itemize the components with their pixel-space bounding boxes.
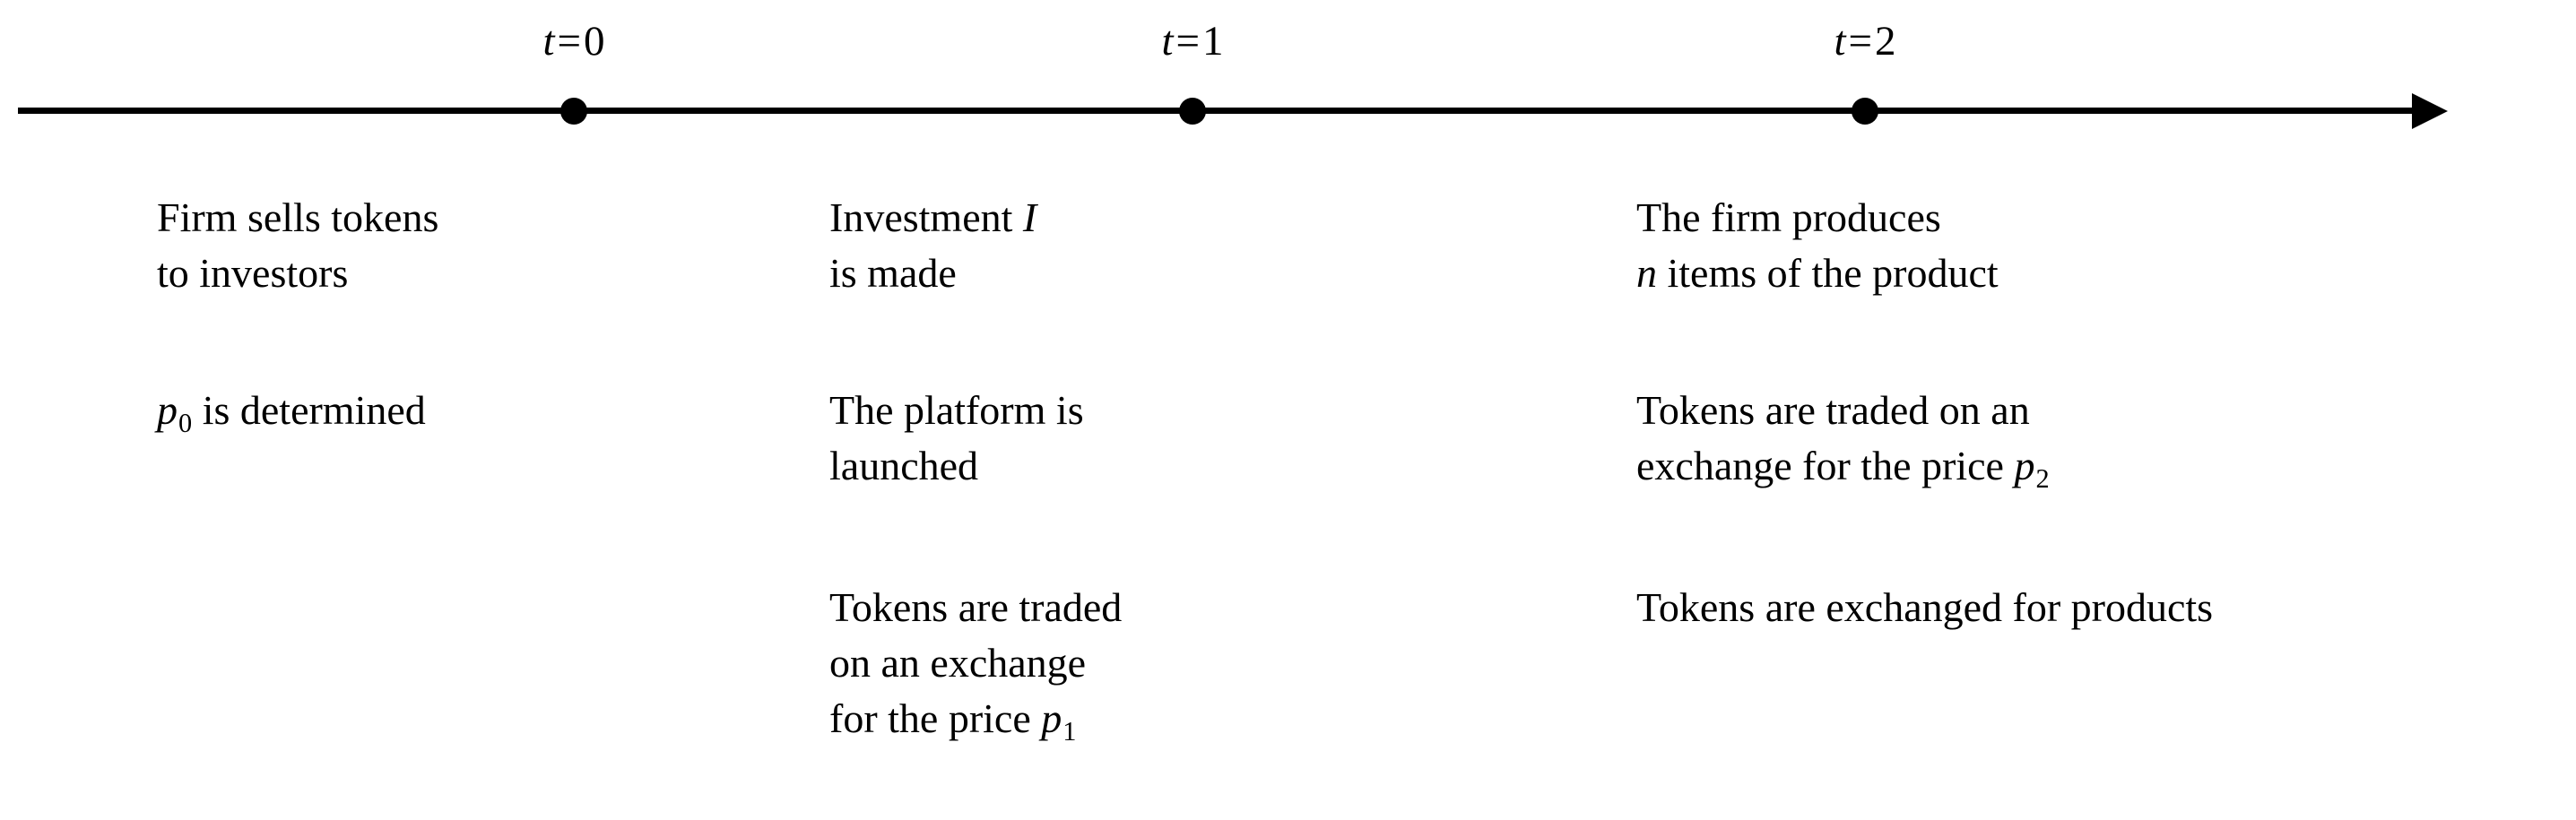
- event-line: on an exchange: [829, 635, 1122, 691]
- event-block: Tokens are exchanged for products: [1636, 580, 2213, 635]
- text-run: Firm sells tokens: [157, 194, 439, 240]
- timeline-marker-label-t0: t=0: [448, 16, 699, 66]
- math-subscript: 1: [1062, 715, 1077, 747]
- marker-value-t0: 0: [584, 18, 605, 65]
- event-block: The firm produces n items of the product: [1636, 190, 1999, 301]
- event-line: Tokens are traded on an: [1636, 383, 2050, 438]
- text-run: The platform is: [829, 387, 1084, 433]
- text-run: is determined: [192, 387, 426, 433]
- event-line: Firm sells tokens: [157, 190, 438, 246]
- math-variable: p: [2014, 443, 2035, 488]
- marker-value-t2: 2: [1875, 18, 1896, 65]
- text-run: exchange for the price: [1636, 443, 2015, 488]
- event-line: to investors: [157, 246, 438, 301]
- math-variable: I: [1022, 194, 1037, 240]
- event-line: Tokens are traded: [829, 580, 1122, 635]
- event-block: Tokens are traded on an exchange for the …: [1636, 383, 2050, 506]
- timeline-arrowhead-icon: [2412, 93, 2448, 129]
- math-variable: p: [1041, 695, 1062, 741]
- marker-value-t1: 1: [1202, 18, 1224, 65]
- marker-variable-t2: t: [1834, 18, 1846, 65]
- math-variable: n: [1636, 250, 1657, 296]
- event-block: The platform is launched: [829, 383, 1084, 494]
- text-run: is made: [829, 250, 957, 296]
- text-run: items of the product: [1657, 250, 1999, 296]
- event-line: Investment I: [829, 190, 1036, 246]
- event-line: n items of the product: [1636, 246, 1999, 301]
- event-block: p0 is determined: [157, 383, 426, 451]
- text-run: Investment: [829, 194, 1023, 240]
- text-run: Tokens are traded on an: [1636, 387, 2030, 433]
- event-line: p0 is determined: [157, 383, 426, 451]
- timeline-line: [18, 108, 2430, 114]
- timeline-dot-t1: [1179, 98, 1206, 125]
- event-line: launched: [829, 438, 1084, 494]
- math-subscript: 0: [178, 407, 193, 438]
- event-block: Tokens are traded on an exchange for the p…: [829, 580, 1122, 759]
- timeline-axis: t=0 t=1 t=2: [0, 0, 2576, 161]
- text-run: launched: [829, 443, 979, 488]
- timeline-marker-label-t1: t=1: [1067, 16, 1318, 66]
- timeline-dot-t0: [560, 98, 587, 125]
- event-line: Tokens are exchanged for products: [1636, 580, 2213, 635]
- text-run: The firm produces: [1636, 194, 1941, 240]
- math-variable: p: [157, 387, 178, 433]
- timeline-marker-label-t2: t=2: [1739, 16, 1991, 66]
- marker-variable-t1: t: [1161, 18, 1174, 65]
- marker-variable-t0: t: [542, 18, 555, 65]
- text-run: on an exchange: [829, 640, 1087, 686]
- math-subscript: 2: [2035, 462, 2050, 494]
- event-line: for the price p1: [829, 691, 1122, 759]
- event-line: is made: [829, 246, 1036, 301]
- timeline-dot-t2: [1852, 98, 1878, 125]
- event-line: The firm produces: [1636, 190, 1999, 246]
- event-line: The platform is: [829, 383, 1084, 438]
- marker-equals-t0: =: [557, 18, 582, 65]
- text-run: Tokens are exchanged for products: [1636, 584, 2214, 630]
- event-block: Firm sells tokens to investors: [157, 190, 438, 301]
- text-run: for the price: [829, 695, 1042, 741]
- marker-equals-t1: =: [1175, 18, 1201, 65]
- text-run: Tokens are traded: [829, 584, 1123, 630]
- event-line: exchange for the price p2: [1636, 438, 2050, 506]
- marker-equals-t2: =: [1848, 18, 1873, 65]
- text-run: to investors: [157, 250, 349, 296]
